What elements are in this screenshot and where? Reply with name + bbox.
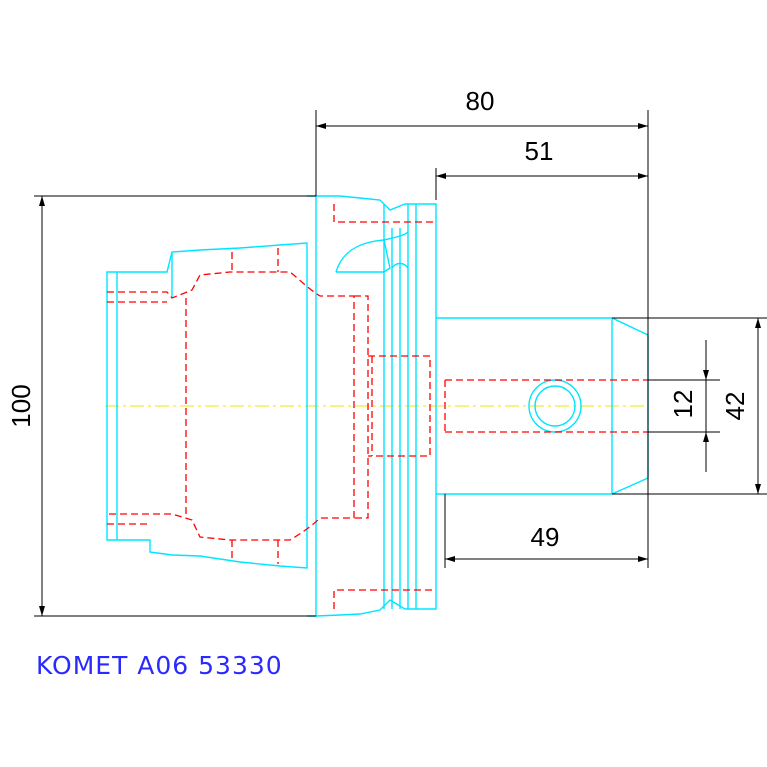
dim-12-label: 12 [668, 390, 698, 419]
part-number-title: KOMET A06 53330 [36, 651, 283, 680]
dim-80-label: 80 [466, 86, 495, 116]
dim-42-label: 42 [720, 392, 750, 421]
dimension-lines [34, 110, 767, 617]
dim-100-label: 100 [6, 384, 36, 427]
hidden-lines [107, 204, 648, 609]
dim-51-label: 51 [525, 136, 554, 166]
dim-49-label: 49 [531, 522, 560, 552]
